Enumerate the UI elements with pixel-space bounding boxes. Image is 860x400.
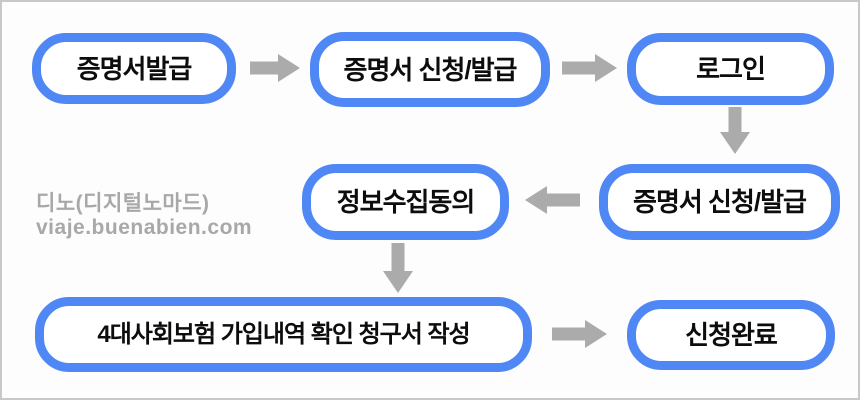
node-info-consent-label: 정보수집동의 xyxy=(336,187,476,217)
arrow-head xyxy=(595,54,617,82)
node-cert-issuance: 증명서발급 xyxy=(32,33,236,104)
arrow-shaft xyxy=(545,193,580,207)
node-cert-apply-issue-mid: 증명서 신청/발급 xyxy=(599,164,840,240)
arrow-shaft xyxy=(562,61,597,75)
arrow-head xyxy=(278,54,300,82)
node-login: 로그인 xyxy=(627,33,834,105)
node-cert-issuance-label: 증명서발급 xyxy=(76,53,193,84)
arrow-head xyxy=(720,132,750,154)
arrow-down-icon xyxy=(719,107,751,154)
node-cert-apply-issue-top-label: 증명서 신청/발급 xyxy=(343,54,518,85)
node-application-complete-label: 신청완료 xyxy=(685,320,778,350)
arrow-shaft xyxy=(552,327,587,341)
arrow-right-icon xyxy=(562,54,617,82)
watermark-line2: viaje.buenabien.com xyxy=(36,216,253,239)
node-insurance-form-label: 4대사회보험 가입내역 확인 청구서 작성 xyxy=(97,320,470,348)
node-cert-apply-issue-top: 증명서 신청/발급 xyxy=(310,32,550,107)
arrow-left-icon xyxy=(525,186,580,214)
arrow-right-icon xyxy=(552,320,607,348)
arrow-down-icon xyxy=(382,243,414,293)
node-info-consent: 정보수집동의 xyxy=(302,164,509,240)
node-insurance-form: 4대사회보험 가입내역 확인 청구서 작성 xyxy=(35,297,532,372)
watermark-line1: 디노(디지털노마드) xyxy=(36,192,210,215)
arrow-right-icon xyxy=(250,54,300,82)
arrow-head xyxy=(525,186,547,214)
arrow-shaft xyxy=(250,61,280,75)
node-application-complete: 신청완료 xyxy=(627,300,835,370)
arrow-shaft xyxy=(391,243,405,273)
arrow-head xyxy=(383,271,413,293)
node-login-label: 로그인 xyxy=(696,54,766,84)
arrow-shaft xyxy=(728,107,742,134)
arrow-head xyxy=(585,320,607,348)
node-cert-apply-issue-mid-label: 증명서 신청/발급 xyxy=(633,187,807,217)
watermark: 디노(디지털노마드) viaje.buenabien.com xyxy=(36,192,252,240)
